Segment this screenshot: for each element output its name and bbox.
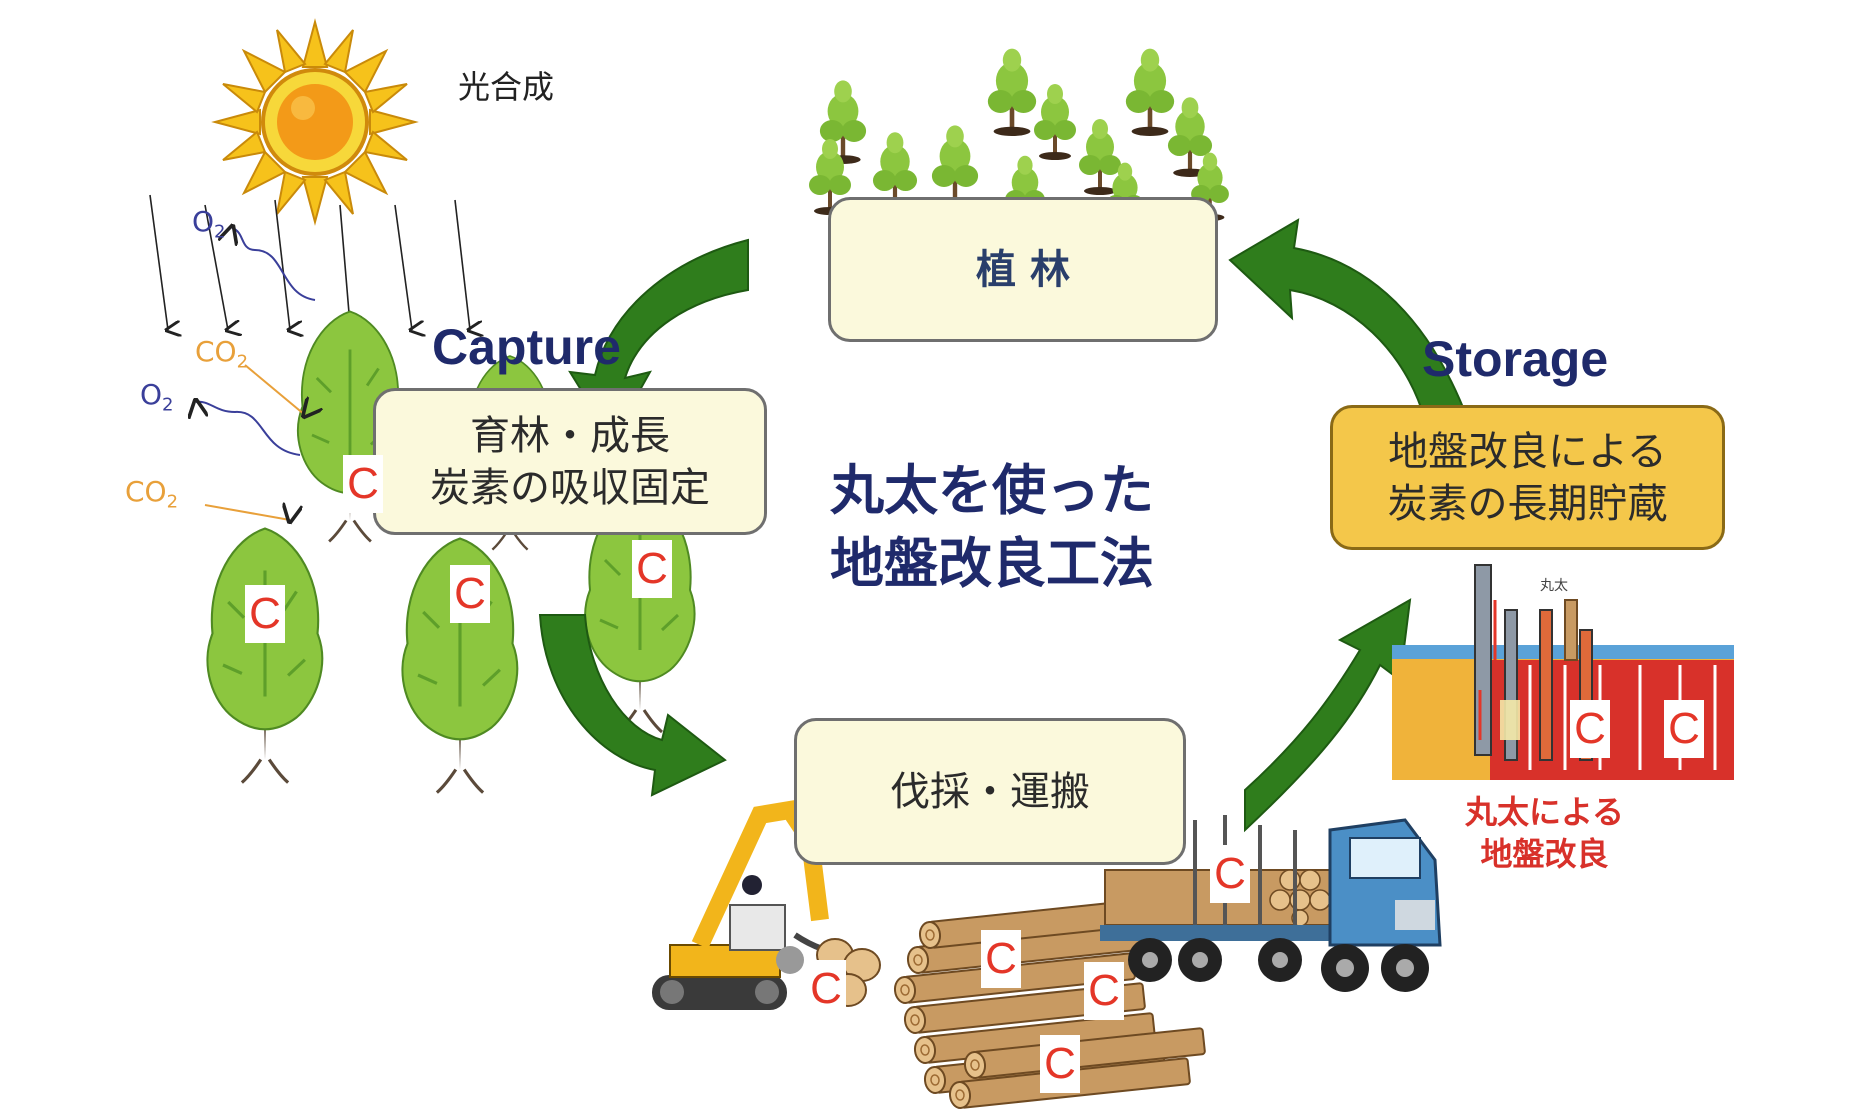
ground-improvement-caption: 丸太による 地盤改良: [1465, 792, 1624, 875]
carbon-mark: C: [1664, 700, 1704, 758]
storage-box-line2: 炭素の長期貯蔵: [1387, 480, 1668, 527]
capture-label: Capture: [432, 319, 621, 375]
arrow-harvest-to-storage: [1244, 598, 1412, 833]
sunlight-rays: [149, 194, 470, 330]
center-title-line1: 丸太を使った: [830, 459, 1154, 522]
arrow-growth-to-harvest: [538, 614, 727, 797]
carbon-mark: C: [343, 455, 383, 513]
carbon-mark: C: [981, 930, 1021, 988]
co2-intake-arrows: [204, 364, 305, 520]
carbon-mark: C: [245, 585, 285, 643]
o2-label-top: O2: [192, 205, 226, 243]
storage-label: Storage: [1422, 331, 1609, 387]
arrow-storage-to-planting: [1228, 218, 1470, 421]
planting-box-label: 植 林: [976, 246, 1070, 293]
carbon-mark: C: [1210, 845, 1250, 903]
storage-box-line1: 地盤改良による: [1388, 428, 1667, 475]
carbon-mark: C: [1084, 962, 1124, 1020]
sun-icon: [211, 18, 419, 226]
growth-box-line2: 炭素の吸収固定: [430, 464, 710, 511]
center-title-line2: 地盤改良工法: [830, 531, 1154, 595]
ground-caption-line1: 丸太による: [1465, 793, 1625, 831]
carbon-mark: C: [806, 960, 846, 1018]
carbon-mark: C: [1040, 1035, 1080, 1093]
excavator-icon: [652, 800, 861, 1010]
o2-label-mid: O2: [140, 378, 174, 416]
storage-box: 地盤改良による 炭素の長期貯蔵: [1330, 405, 1725, 550]
carbon-mark: C: [450, 565, 490, 623]
pile-small-label: 丸太: [1540, 578, 1568, 594]
photosynthesis-label: 光合成: [458, 68, 555, 106]
ground-caption-line2: 地盤改良: [1480, 834, 1609, 873]
planting-box: 植 林: [828, 197, 1218, 342]
co2-label-low: CO2: [125, 475, 179, 513]
growth-box-line1: 育林・成長: [470, 412, 670, 459]
o2-release-arrows: [196, 228, 316, 456]
center-title: 丸太を使った 地盤改良工法: [830, 455, 1154, 601]
carbon-mark: C: [632, 540, 672, 598]
carbon-mark: C: [1570, 700, 1610, 758]
harvest-box: 伐採・運搬: [794, 718, 1186, 865]
harvest-box-label: 伐採・運搬: [890, 768, 1090, 815]
growth-box: 育林・成長 炭素の吸収固定: [373, 388, 767, 535]
co2-label-mid: CO2: [195, 335, 249, 373]
